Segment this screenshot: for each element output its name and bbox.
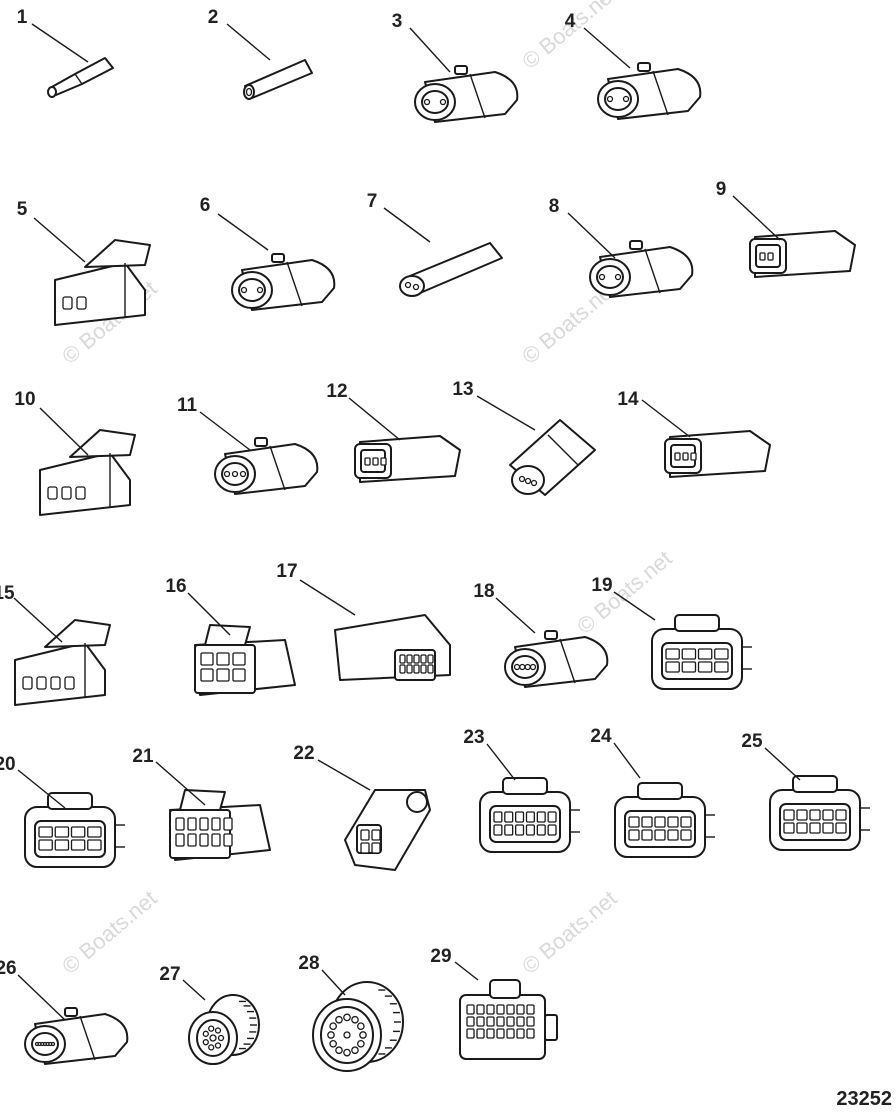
- part-number-label: 12: [326, 381, 347, 402]
- part-number-label: 20: [0, 754, 16, 775]
- watermark-text: © Boats.net: [572, 546, 676, 639]
- part-number-label: 4: [565, 11, 576, 32]
- part-number-label: 14: [617, 389, 639, 410]
- leader-line: [217, 213, 269, 251]
- part-number-label: 2: [208, 7, 219, 28]
- connector-part-28: 28: [298, 953, 404, 1072]
- connector-part-1: 1: [17, 7, 114, 98]
- part-number-label: 15: [0, 583, 15, 604]
- leader-line: [199, 411, 251, 451]
- leader-line: [187, 592, 231, 636]
- leader-line: [641, 399, 691, 438]
- connector-part-29: 29: [430, 946, 558, 1060]
- leader-line: [486, 743, 516, 781]
- connector-part-10: 10: [14, 389, 136, 516]
- leader-line: [613, 742, 641, 779]
- leader-line: [583, 27, 631, 69]
- connector-part-16: 16: [165, 576, 296, 696]
- leader-line: [567, 212, 616, 259]
- leader-line: [33, 217, 86, 263]
- part-number-label: 6: [200, 195, 211, 216]
- part-number-label: 19: [591, 575, 612, 596]
- part-number-label: 9: [716, 179, 727, 200]
- leader-line: [348, 397, 401, 441]
- part-number-label: 24: [590, 726, 612, 747]
- leader-line: [17, 974, 66, 1021]
- part-number-label: 16: [165, 576, 186, 597]
- leader-line: [226, 23, 271, 61]
- part-number-label: 29: [430, 946, 451, 967]
- leader-line: [31, 23, 89, 63]
- part-number-label: 3: [392, 11, 403, 32]
- connector-part-8: 8: [549, 196, 694, 298]
- part-number-label: 11: [177, 395, 198, 416]
- connector-part-21: 21: [132, 746, 271, 861]
- part-number-label: 22: [293, 743, 314, 764]
- connector-part-12: 12: [326, 381, 461, 483]
- part-number-label: 26: [0, 958, 17, 979]
- connector-part-11: 11: [177, 395, 319, 495]
- connector-part-22: 22: [293, 743, 431, 871]
- part-number-label: 10: [14, 389, 35, 410]
- connector-part-25: 25: [741, 731, 870, 851]
- leader-line: [317, 759, 371, 791]
- parts-layer: 1234567891011121314151617181920212223242…: [0, 7, 870, 1072]
- leader-line: [613, 591, 656, 621]
- leader-line: [495, 597, 536, 634]
- part-number-label: 28: [298, 953, 319, 974]
- leader-line: [299, 579, 356, 616]
- connector-part-20: 20: [0, 754, 125, 868]
- connector-part-15: 15: [0, 583, 111, 706]
- connector-part-6: 6: [200, 195, 336, 311]
- connector-part-9: 9: [716, 179, 856, 278]
- leader-line: [17, 769, 66, 809]
- part-number-label: 27: [159, 964, 180, 985]
- part-number-label: 21: [132, 746, 154, 767]
- leader-line: [409, 27, 451, 73]
- leader-line: [476, 395, 536, 431]
- watermark-text: © Boats.net: [57, 886, 161, 979]
- leader-line: [321, 969, 346, 996]
- connector-part-4: 4: [565, 11, 702, 120]
- leader-line: [182, 979, 206, 1001]
- connector-part-13: 13: [452, 379, 596, 496]
- connector-part-14: 14: [617, 389, 771, 478]
- connector-part-19: 19: [591, 575, 752, 690]
- part-number-label: 17: [276, 561, 297, 582]
- connector-part-3: 3: [392, 11, 519, 123]
- connector-part-17: 17: [276, 561, 451, 681]
- connector-part-24: 24: [590, 726, 715, 858]
- connector-part-23: 23: [463, 727, 580, 853]
- connector-part-26: 26: [0, 958, 129, 1065]
- part-number-label: 25: [741, 731, 763, 752]
- part-number-label: 7: [367, 191, 378, 212]
- reference-number: 23252: [836, 1088, 892, 1110]
- connector-part-2: 2: [208, 7, 313, 100]
- connector-part-5: 5: [17, 199, 151, 326]
- leader-line: [383, 207, 431, 243]
- leader-line: [764, 747, 801, 781]
- connector-part-27: 27: [159, 964, 260, 1065]
- leader-line: [39, 407, 89, 456]
- part-number-label: 18: [473, 581, 494, 602]
- connector-part-18: 18: [473, 581, 609, 688]
- leader-line: [454, 961, 479, 981]
- part-number-label: 1: [17, 7, 28, 28]
- leader-line: [155, 761, 206, 806]
- connector-part-7: 7: [367, 191, 503, 297]
- part-number-label: 13: [452, 379, 473, 400]
- watermark-text: © Boats.net: [517, 886, 621, 979]
- leader-line: [732, 195, 781, 241]
- part-number-label: 8: [549, 196, 560, 217]
- leader-line: [13, 597, 63, 643]
- part-number-label: 23: [463, 727, 484, 748]
- part-number-label: 5: [17, 199, 28, 220]
